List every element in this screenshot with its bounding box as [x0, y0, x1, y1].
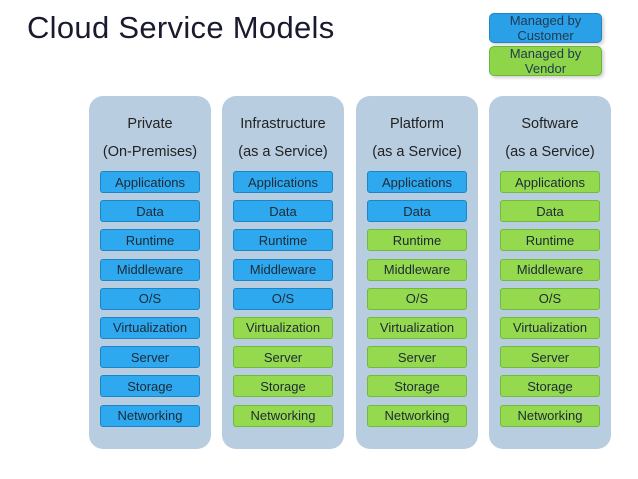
column-header: Platform (as a Service) [356, 110, 478, 166]
layer-middleware: Middleware [500, 258, 600, 281]
layer-runtime: Runtime [233, 229, 333, 252]
column-subtitle: (as a Service) [238, 144, 328, 160]
legend-managed-by-vendor: Managed by Vendor [489, 46, 602, 76]
layer-networking: Networking [233, 404, 333, 427]
layer-networking: Networking [100, 404, 200, 427]
layer-storage: Storage [233, 375, 333, 398]
layer-storage: Storage [100, 375, 200, 398]
column-header: Infrastructure (as a Service) [222, 110, 344, 166]
layer-o-s: O/S [100, 287, 200, 310]
column-subtitle: (On-Premises) [102, 144, 198, 160]
layer-applications: Applications [367, 171, 467, 193]
layer-runtime: Runtime [100, 229, 200, 252]
legend-vendor-label: Managed by Vendor [509, 46, 582, 76]
layer-data: Data [500, 200, 600, 223]
layer-middleware: Middleware [367, 258, 467, 281]
column-infrastructure: Infrastructure (as a Service) Applicatio… [222, 96, 344, 449]
page-title: Cloud Service Models [27, 10, 335, 45]
legend-customer-label: Managed by Customer [509, 13, 582, 43]
column-title: Software [521, 116, 579, 132]
layer-virtualization: Virtualization [367, 316, 467, 339]
layer-data: Data [100, 200, 200, 223]
layer-middleware: Middleware [233, 258, 333, 281]
layer-data: Data [233, 200, 333, 223]
layer-server: Server [100, 346, 200, 369]
column-header: Private (On-Premises) [89, 110, 211, 166]
column-title: Platform [390, 116, 444, 132]
layer-applications: Applications [100, 171, 200, 193]
column-header: Software (as a Service) [489, 110, 611, 166]
column-subtitle: (as a Service) [505, 144, 595, 160]
layer-virtualization: Virtualization [100, 316, 200, 339]
layer-networking: Networking [500, 404, 600, 427]
column-title: Private [127, 116, 173, 132]
layer-storage: Storage [367, 375, 467, 398]
column-title: Infrastructure [240, 116, 326, 132]
layer-networking: Networking [367, 404, 467, 427]
layer-o-s: O/S [367, 287, 467, 310]
layer-middleware: Middleware [100, 258, 200, 281]
layer-applications: Applications [500, 171, 600, 193]
layer-o-s: O/S [233, 287, 333, 310]
layer-server: Server [233, 346, 333, 369]
layer-runtime: Runtime [367, 229, 467, 252]
legend-managed-by-customer: Managed by Customer [489, 13, 602, 43]
layer-virtualization: Virtualization [233, 316, 333, 339]
layer-o-s: O/S [500, 287, 600, 310]
layer-runtime: Runtime [500, 229, 600, 252]
layer-storage: Storage [500, 375, 600, 398]
layer-data: Data [367, 200, 467, 223]
layer-server: Server [367, 346, 467, 369]
layer-server: Server [500, 346, 600, 369]
column-subtitle: (as a Service) [372, 144, 462, 160]
layer-applications: Applications [233, 171, 333, 193]
layer-virtualization: Virtualization [500, 316, 600, 339]
